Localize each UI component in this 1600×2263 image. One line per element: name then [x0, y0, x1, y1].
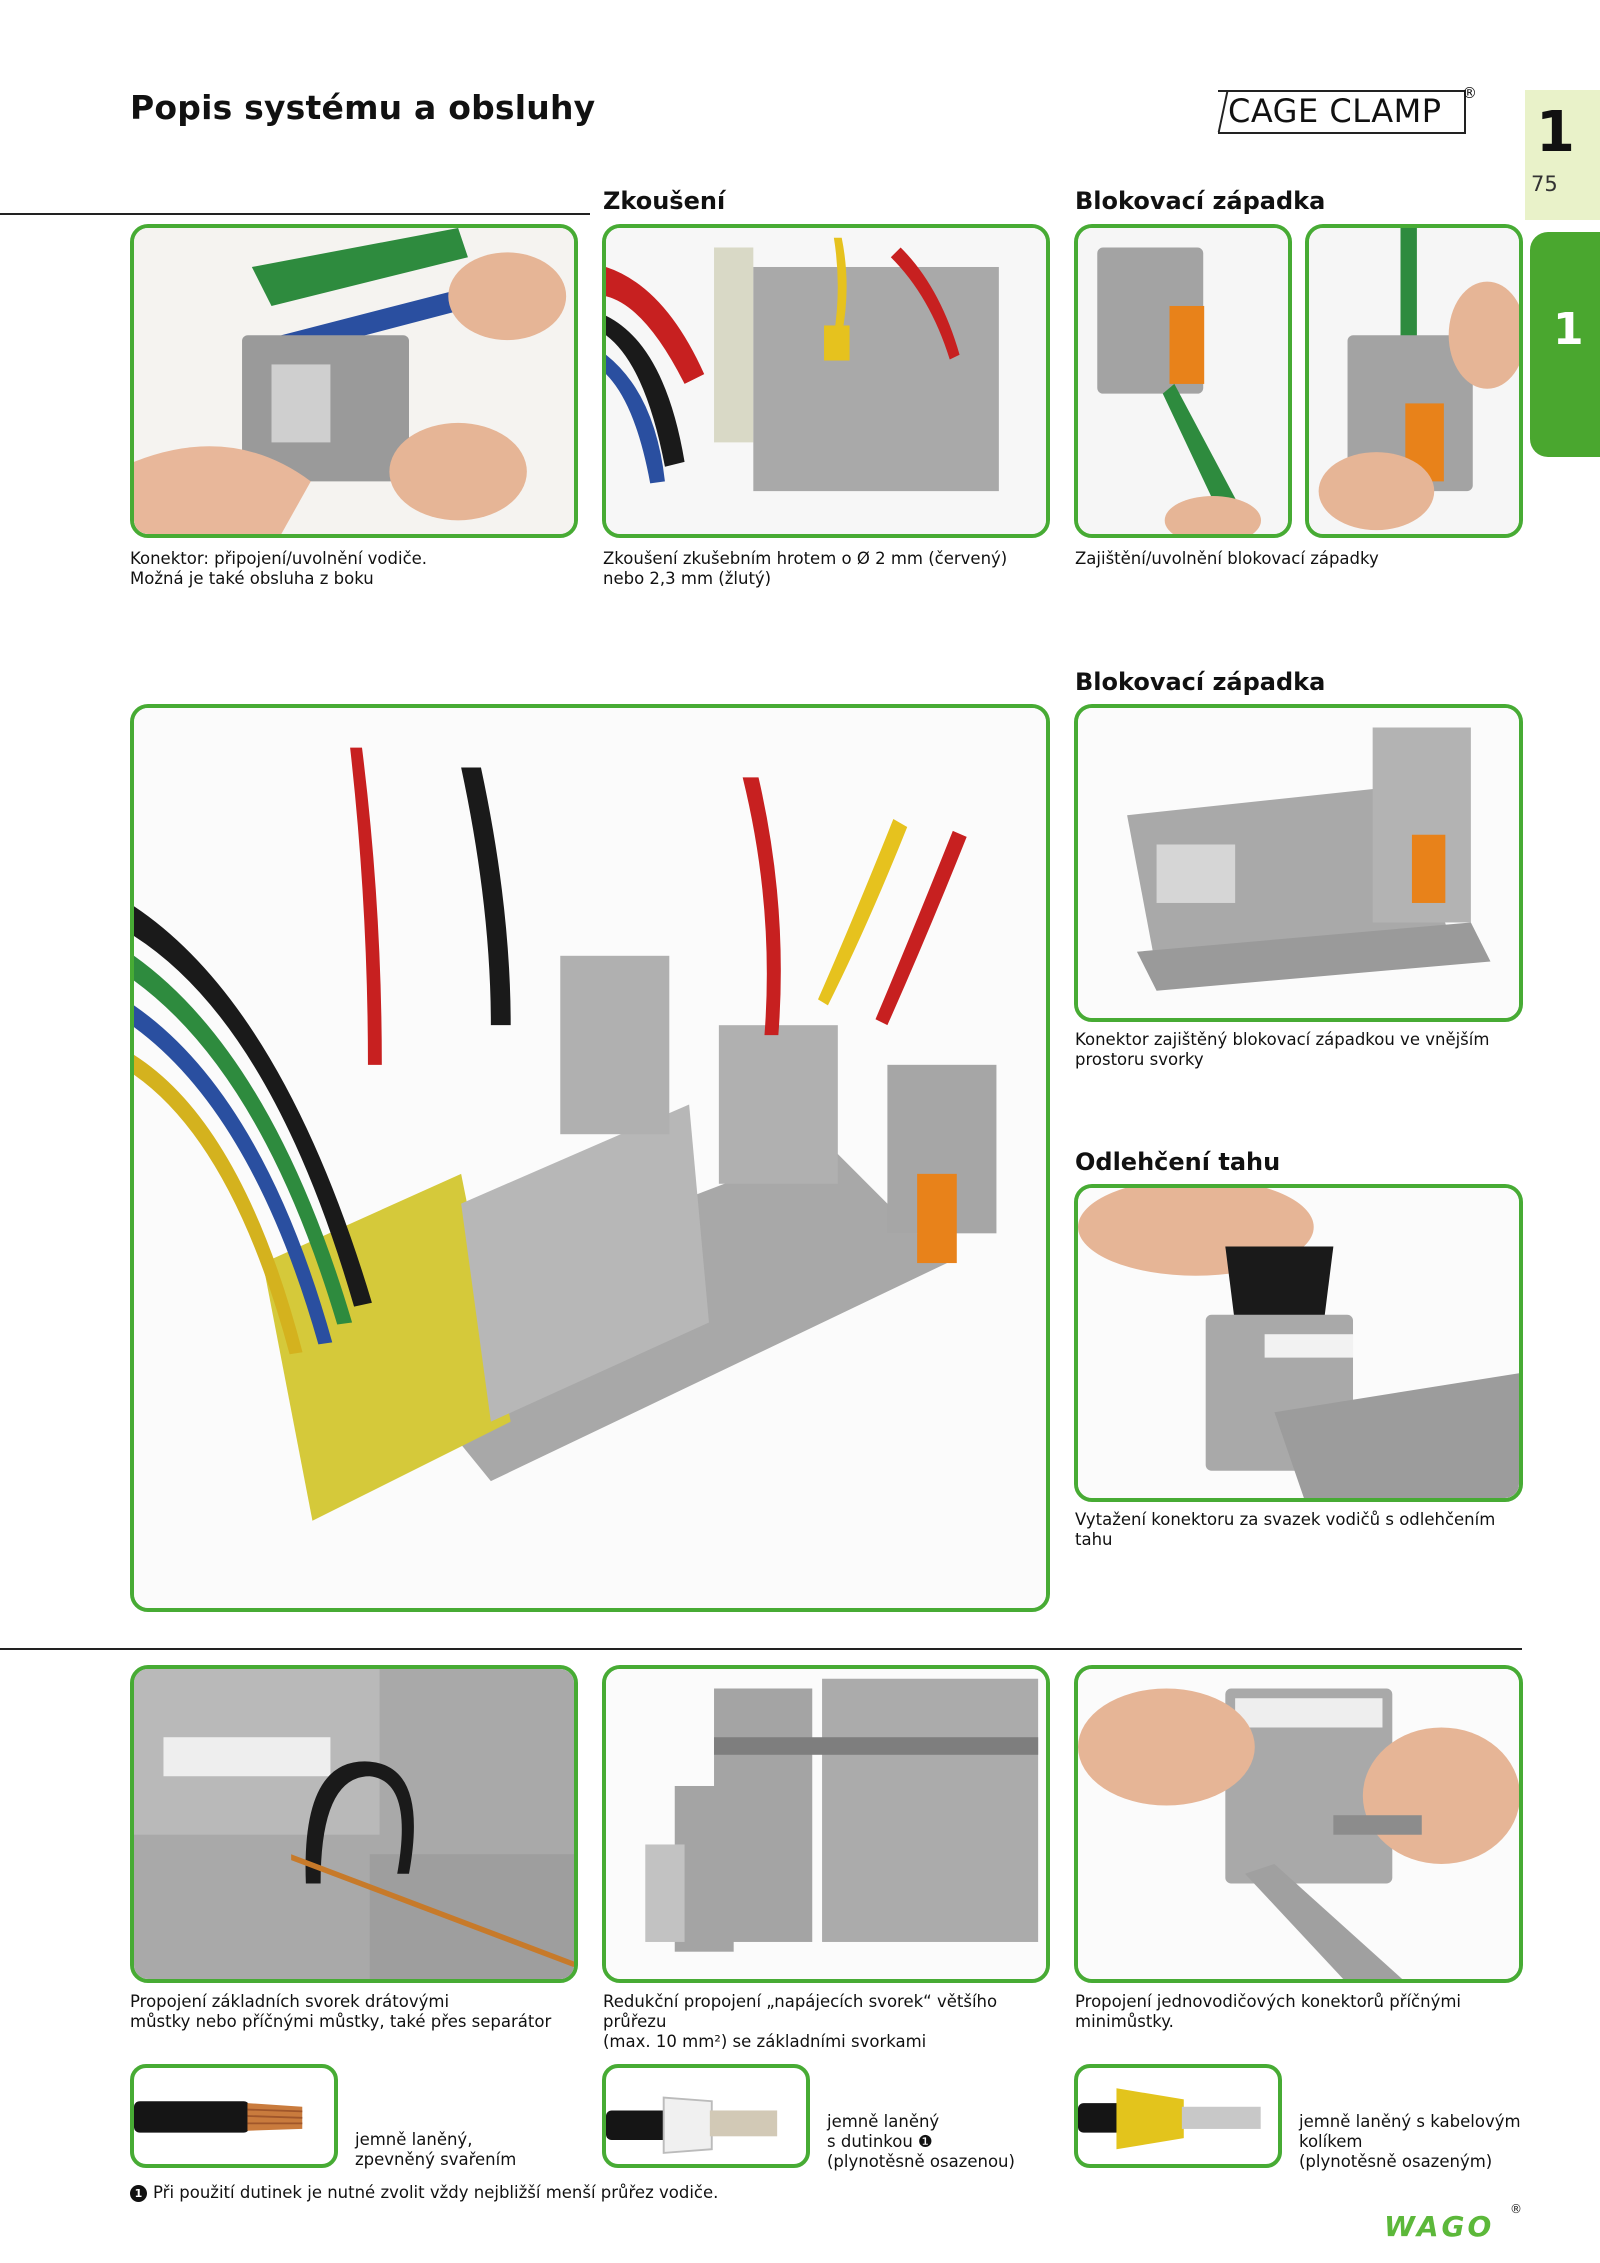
caption-redukcni: Redukční propojení „napájecích svorek“ v…	[603, 1992, 998, 2051]
caption-propojeni-zakladnich: Propojení základních svorek drátovými mů…	[130, 1992, 552, 2031]
top-rule	[0, 213, 590, 215]
caption-zkouseni: Zkoušení zkušebním hrotem o Ø 2 mm (červ…	[603, 549, 1008, 588]
caption-zajisteni: Zajištění/uvolnění blokovací západky	[1075, 549, 1379, 568]
photo-strain-relief	[1074, 1184, 1523, 1502]
wago-logo: WAGO ®	[1384, 2202, 1522, 2243]
side-tab	[1530, 232, 1600, 457]
caption-vytazeni: Vytažení konektoru za svazek vodičů s od…	[1075, 1510, 1496, 1549]
logo-text: CAGE CLAMP	[1228, 92, 1442, 130]
heading-blokovaci-2: Blokovací západka	[1075, 668, 1326, 696]
photo-connector-hand	[130, 224, 578, 538]
wago-logo-text: WAGO	[1384, 2210, 1495, 2243]
footnote-marker: 1	[130, 2185, 147, 2202]
photo-latch-1	[1074, 224, 1292, 538]
cage-clamp-logo: CAGE CLAMP ®	[1218, 84, 1480, 134]
chapter-number: 1	[1536, 100, 1575, 165]
footnote-text: Při použití dutinek je nutné zvolit vždy…	[153, 2183, 719, 2202]
logo-reg: ®	[1462, 84, 1477, 102]
footnote: 1 Při použití dutinek je nutné zvolit vžd…	[130, 2183, 718, 2202]
photo-mini-bridges	[1074, 1665, 1523, 1983]
wire-label-welded: jemně laněný, zpevněný svařením	[355, 2130, 517, 2169]
photo-latched-connector	[1074, 704, 1523, 1022]
wire-image-welded	[130, 2064, 338, 2168]
chapter-tab	[1525, 90, 1600, 220]
photo-system-overview	[130, 704, 1050, 1612]
middle-rule	[0, 1648, 1522, 1650]
wago-logo-reg: ®	[1510, 2202, 1522, 2216]
photo-testing	[602, 224, 1050, 538]
photo-latch-2	[1305, 224, 1523, 538]
heading-odlehceni: Odlehčení tahu	[1075, 1148, 1281, 1176]
wire-label-ferrule: jemně laněný s dutinkou ❶ (plynotěsně os…	[827, 2112, 1015, 2171]
wire-image-ferrule	[602, 2064, 810, 2168]
caption-propojeni-jednovodicovych: Propojení jednovodičových konektorů příč…	[1075, 1992, 1461, 2031]
photo-reduction-bridge	[602, 1665, 1050, 1983]
page-number: 75	[1531, 172, 1558, 196]
heading-blokovaci-1: Blokovací západka	[1075, 187, 1326, 215]
wire-label-pin: jemně laněný s kabelovým kolíkem (plynot…	[1299, 2112, 1521, 2171]
heading-zkouseni: Zkoušení	[603, 187, 726, 215]
photo-wire-bridges	[130, 1665, 578, 1983]
caption-konektor-zajisteny: Konektor zajištěný blokovací západkou ve…	[1075, 1030, 1490, 1069]
page-title: Popis systému a obsluhy	[130, 88, 596, 127]
caption-konektor: Konektor: připojení/uvolnění vodiče. Mož…	[130, 549, 428, 588]
wire-image-pin	[1074, 2064, 1282, 2168]
side-tab-number: 1	[1553, 304, 1584, 355]
